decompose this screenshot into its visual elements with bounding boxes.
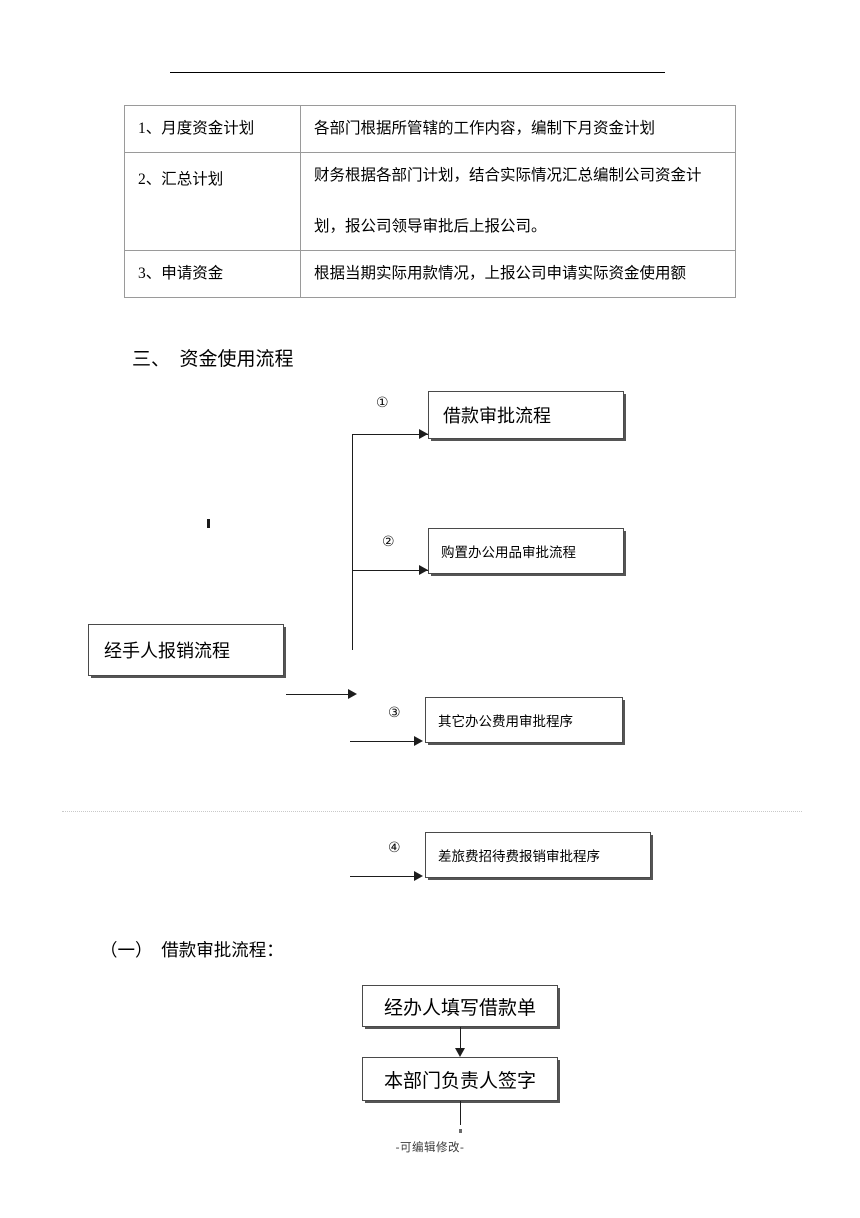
flow-box-other-office-expense-approval: 其它办公费用审批程序 [425,697,623,743]
arrow-down-icon [455,1048,465,1057]
connector-branch-2 [352,570,428,571]
flow-box-department-head-signature: 本部门负责人签字 [362,1057,558,1101]
table-cell-label: 2、汇总计划 [124,152,301,251]
subsection-heading-1: （一） 借款审批流程： [100,940,284,960]
flow-box-fill-label: 经办人填写借款单 [383,997,536,1019]
table-cell-label: 3、申请资金 [124,250,301,298]
connector-branch-4 [350,876,420,877]
table-row: 2、汇总计划 财务根据各部门计划，结合实际情况汇总编制公司资金计 划，报公司领导… [124,152,736,251]
connector-branch-1 [352,434,428,435]
connector-branch-3 [350,741,420,742]
connector-sign-downward [460,1101,461,1125]
flow-box-office-label: 购置办公用品审批流程 [441,545,576,560]
table-cell-line: 划，报公司领导审批后上报公司。 [314,217,547,235]
connector-handler-stub [286,694,348,695]
arrow-right-icon [419,429,428,439]
flow-box-travel-entertainment-approval: 差旅费招待费报销审批程序 [425,832,651,878]
table-row: 3、申请资金 根据当期实际用款情况，上报公司申请实际资金使用额 [124,250,736,298]
top-horizontal-rule [170,72,665,73]
footer-dot-artifact [459,1129,462,1133]
branch-marker-4: ④ [388,840,401,856]
flow-box-sign-label: 本部门负责人签字 [383,1070,536,1092]
section-heading-3: 三、 资金使用流程 [132,349,294,370]
table-cell-description: 财务根据各部门计划，结合实际情况汇总编制公司资金计 划，报公司领导审批后上报公司… [300,152,736,251]
flow-box-handler-reimbursement: 经手人报销流程 [88,624,284,676]
flow-box-fill-loan-form: 经办人填写借款单 [362,985,558,1027]
flow-box-travel-label: 差旅费招待费报销审批程序 [438,849,600,864]
flow-box-loan-approval: 借款审批流程 [428,391,624,439]
table-cell-line: 各部门根据所管辖的工作内容，编制下月资金计划 [314,119,656,137]
table-cell-label: 1、月度资金计划 [124,105,301,153]
arrow-right-icon [348,689,357,699]
flow-box-loan-label: 借款审批流程 [443,406,551,426]
stray-tick-mark [207,519,210,528]
table-row: 1、月度资金计划 各部门根据所管辖的工作内容，编制下月资金计划 [124,105,736,153]
branch-marker-2: ② [382,534,395,550]
arrow-right-icon [419,565,428,575]
branch-marker-1: ① [376,395,389,411]
table-cell-description: 根据当期实际用款情况，上报公司申请实际资金使用额 [300,250,736,298]
arrow-right-icon [414,871,423,881]
flow-box-other-label: 其它办公费用审批程序 [438,714,573,729]
flow-box-office-supplies-approval: 购置办公用品审批流程 [428,528,624,574]
dotted-separator [62,811,802,812]
footer-note: -可编辑修改- [395,1142,465,1154]
table-cell-line: 财务根据各部门计划，结合实际情况汇总编制公司资金计 [314,167,702,185]
connector-fill-to-sign [460,1027,461,1049]
arrow-right-icon [414,736,423,746]
fund-plan-table: 1、月度资金计划 各部门根据所管辖的工作内容，编制下月资金计划 2、汇总计划 财… [124,105,736,298]
connector-trunk-vertical [352,435,353,650]
flow-box-handler-label: 经手人报销流程 [104,641,230,661]
table-cell-description: 各部门根据所管辖的工作内容，编制下月资金计划 [300,105,736,153]
table-cell-line: 根据当期实际用款情况，上报公司申请实际资金使用额 [314,264,687,282]
branch-marker-3: ③ [388,705,401,721]
